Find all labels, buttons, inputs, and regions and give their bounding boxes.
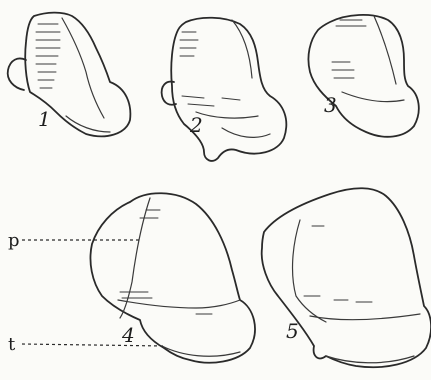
shading-hatch-5	[304, 226, 372, 302]
figure-number-1: 1	[38, 107, 51, 131]
shading-hatch-1	[36, 24, 60, 88]
label-p: p	[8, 230, 20, 251]
bone-figure-5: 5	[262, 188, 431, 367]
bone-figure-2: 2	[162, 18, 287, 161]
figure-number-2: 2	[189, 113, 203, 137]
shading-hatch-3	[332, 20, 366, 78]
pointer-t: t	[8, 334, 164, 355]
bone-figure-1: 1	[8, 13, 131, 137]
shading-hatch-4	[120, 210, 212, 314]
leader-line-t	[22, 344, 164, 346]
bone-figure-4: 4	[90, 193, 254, 362]
figure-number-4: 4	[121, 323, 135, 347]
figure-number-5: 5	[286, 319, 299, 343]
bone-figure-3: 3	[308, 15, 418, 137]
figure-number-3: 3	[324, 93, 337, 117]
label-t: t	[8, 334, 16, 355]
pointer-p: p	[8, 230, 140, 251]
shading-hatch-2	[180, 32, 240, 106]
